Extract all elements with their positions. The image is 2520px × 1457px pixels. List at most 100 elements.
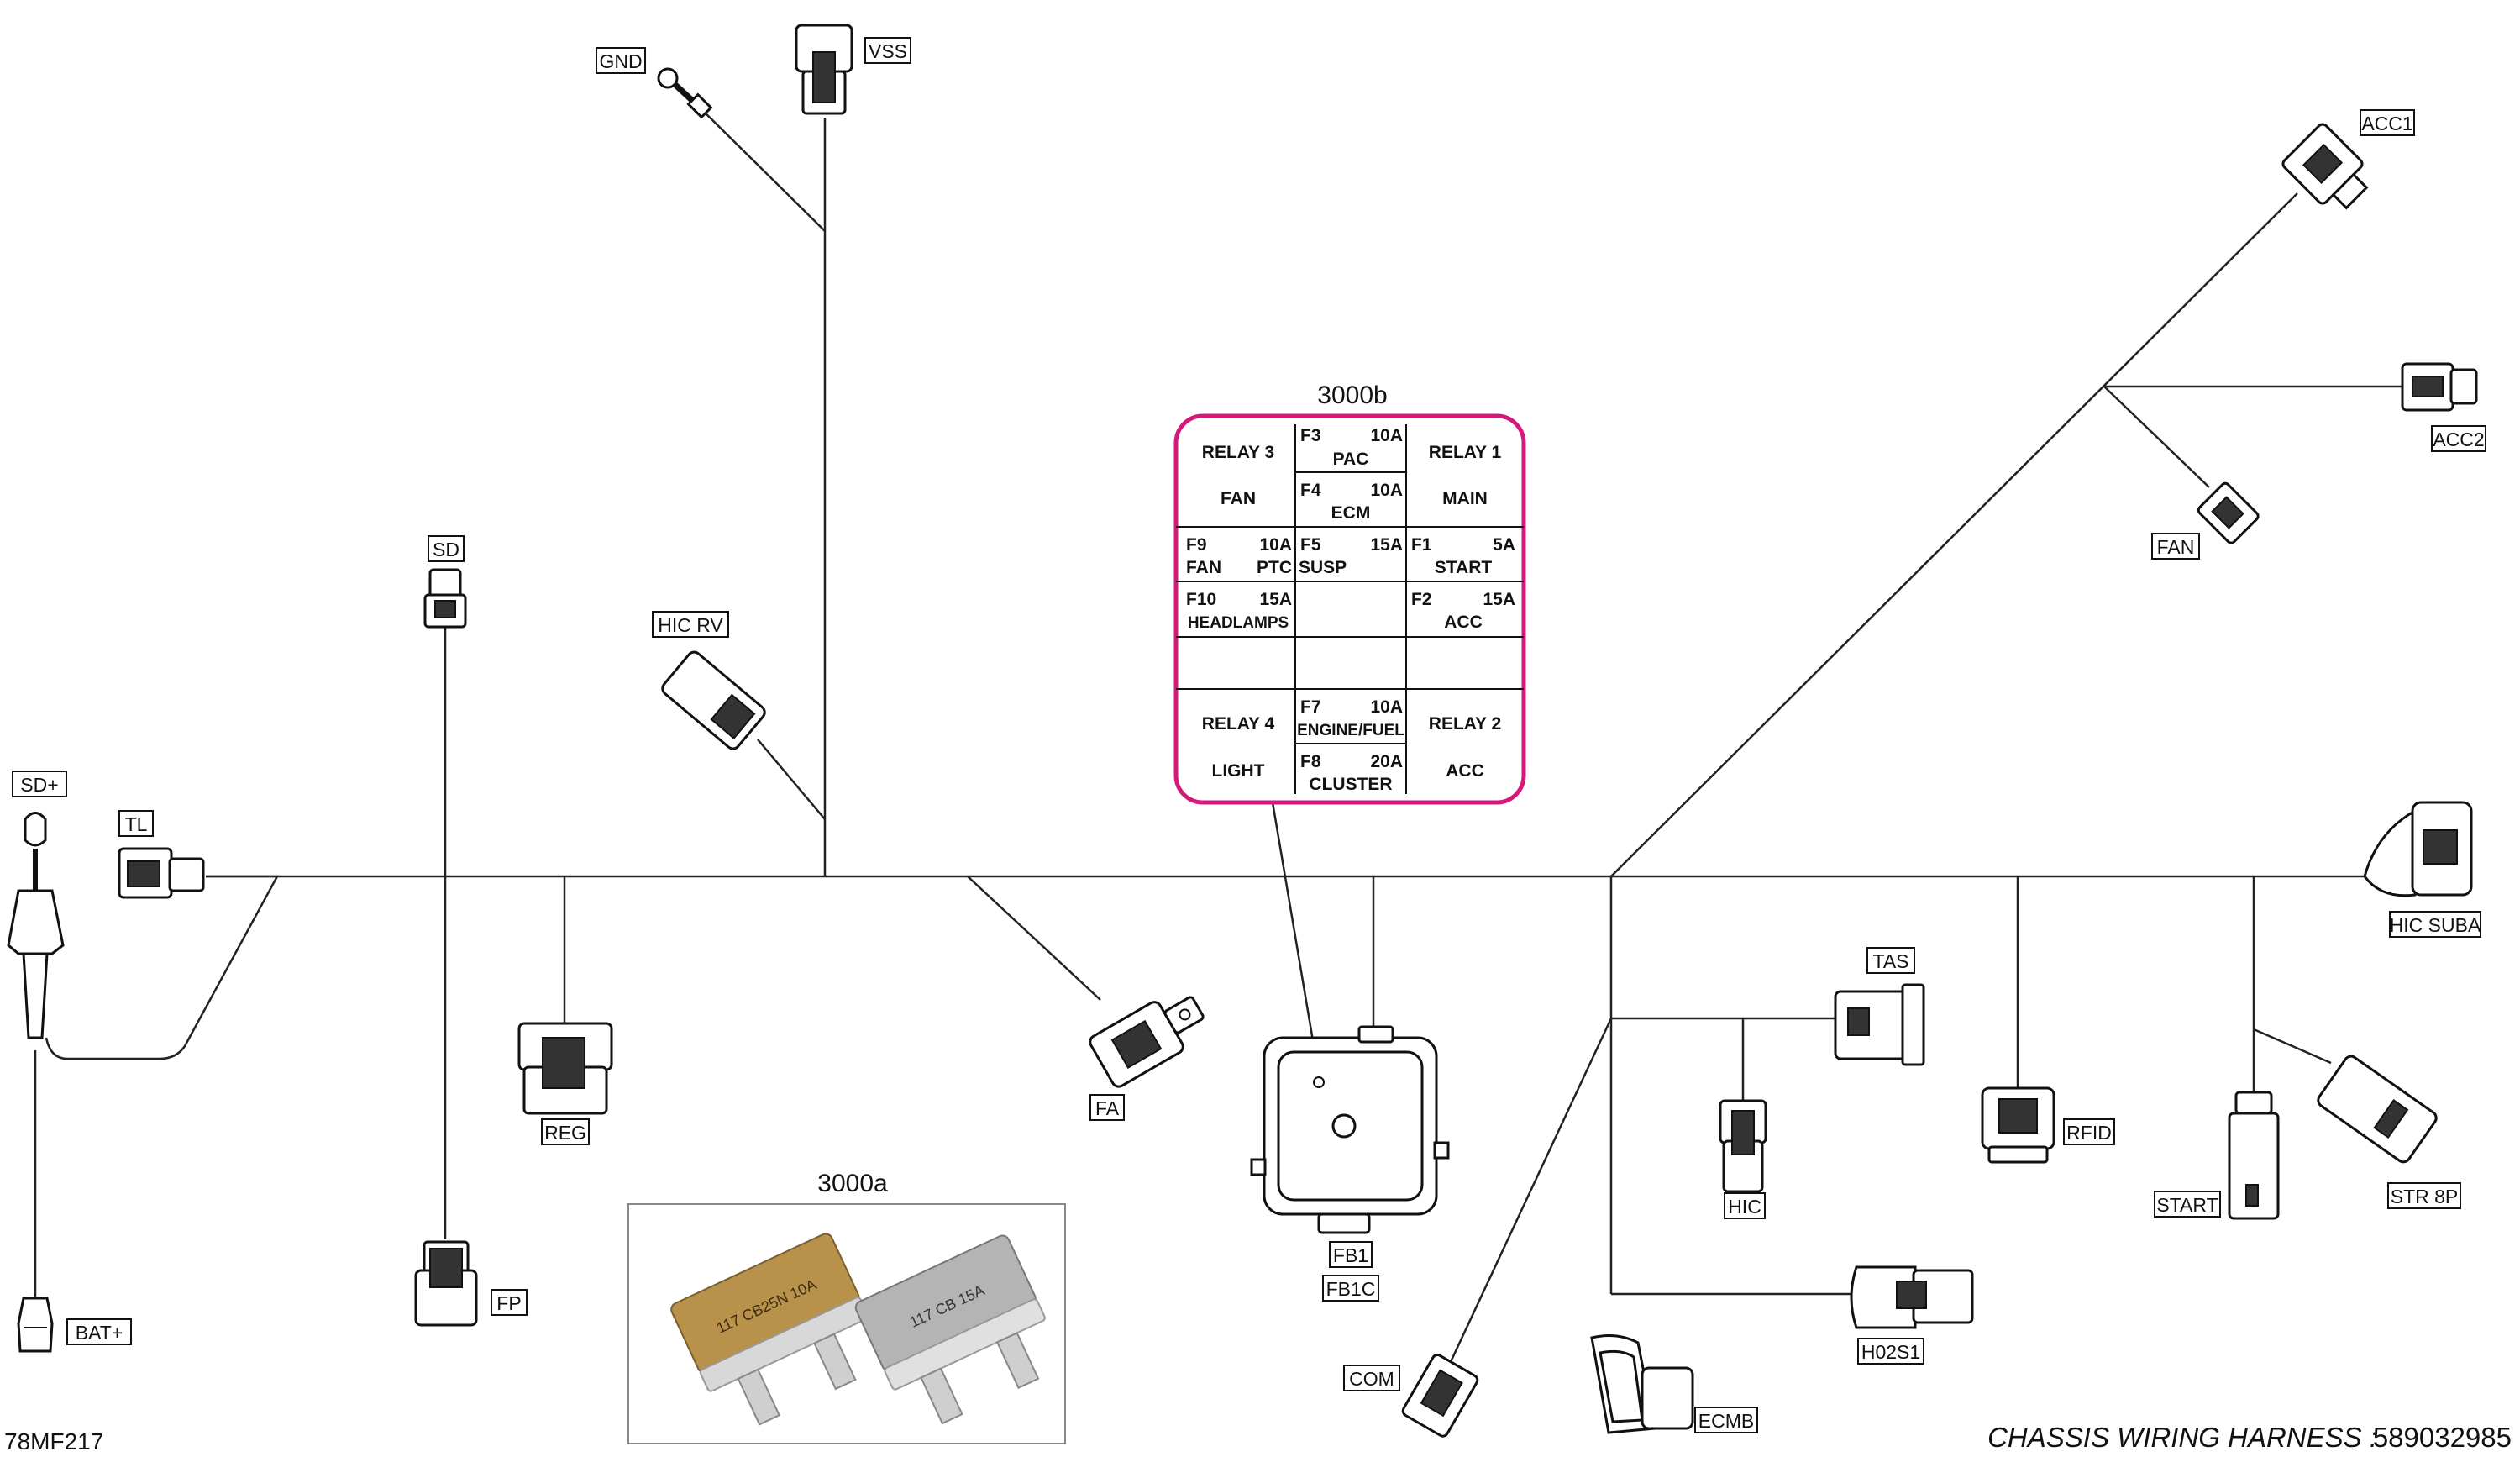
h02s1-connector: [1850, 1265, 1974, 1329]
label-h02s1: H02S1: [1857, 1338, 1924, 1365]
svg-text:SD+: SD+: [20, 774, 58, 796]
svg-text:FAN: FAN: [2157, 536, 2195, 558]
svg-text:TL: TL: [125, 813, 148, 835]
silver-circuit-breaker-fuse: 117 CB 15A: [854, 1234, 1046, 1425]
hic-rv-connector: [661, 650, 766, 750]
ecmb-connector: [1590, 1334, 1694, 1434]
label-ecmb: ECMB: [1694, 1407, 1758, 1433]
label-fb1: FB1: [1329, 1241, 1373, 1268]
svg-text:FB1: FB1: [1333, 1244, 1368, 1266]
tl-connector: [118, 847, 205, 899]
svg-text:FB1C: FB1C: [1326, 1278, 1376, 1300]
f5-function: SUSP: [1299, 558, 1347, 577]
relay3-label: RELAY 3: [1202, 443, 1274, 462]
acc1-connector: [2281, 123, 2369, 210]
hic-connector: [1719, 1099, 1767, 1193]
label-fa: FA: [1089, 1094, 1125, 1121]
sd-plus-fuse-holder: [7, 812, 65, 1039]
svg-text:ACC1: ACC1: [2361, 113, 2412, 134]
harness-name: CHASSIS WIRING HARNESS :: [1987, 1422, 2377, 1453]
relay2-function: ACC: [1446, 761, 1484, 781]
f1-amp: 5A: [1493, 535, 1515, 555]
label-start: START: [2154, 1191, 2221, 1218]
f9-function2: PTC: [1257, 558, 1292, 577]
label-fb1c: FB1C: [1322, 1275, 1379, 1302]
gold-circuit-breaker-fuse: 117 CB25N 10A: [670, 1233, 869, 1426]
label-bat-plus: BAT+: [66, 1318, 132, 1345]
f4-amp: 10A: [1370, 481, 1403, 500]
bat-plus-terminal: [17, 1297, 54, 1353]
f7-amp: 10A: [1370, 697, 1403, 717]
svg-text:FP: FP: [496, 1292, 521, 1314]
label-gnd: GND: [596, 47, 646, 74]
svg-text:ECMB: ECMB: [1698, 1410, 1754, 1432]
label-tl: TL: [118, 810, 154, 837]
wire-com: [1447, 1018, 1613, 1366]
svg-text:H02S1: H02S1: [1861, 1341, 1920, 1363]
f10-function: HEADLAMPS: [1188, 614, 1289, 632]
fa-connector: [1089, 996, 1205, 1088]
svg-text:BAT+: BAT+: [76, 1322, 123, 1344]
tas-connector: [1834, 983, 1925, 1066]
drawing-code: 78MF217: [4, 1428, 103, 1454]
gnd-terminal: [657, 67, 713, 119]
wire-branch-acc: [1610, 192, 2298, 877]
svg-text:STR 8P: STR 8P: [2391, 1186, 2459, 1207]
svg-text:VSS: VSS: [869, 40, 907, 62]
fuse-photo-3000a: 3000a 117 CB25N 10A 117 CB 15A: [627, 1170, 1066, 1444]
f3-id: F3: [1300, 426, 1321, 445]
fuse-photo-title: 3000a: [817, 1170, 888, 1197]
wire-sd-plus-loop: [45, 875, 280, 1060]
vss-connector: [795, 24, 853, 115]
fuse-box-border: [1173, 413, 1526, 805]
f2-amp: 15A: [1483, 590, 1515, 609]
label-acc2: ACC2: [2431, 425, 2486, 452]
f7-id: F7: [1300, 697, 1321, 717]
svg-text:RFID: RFID: [2066, 1122, 2112, 1144]
f10-amp: 15A: [1259, 590, 1292, 609]
f8-function: CLUSTER: [1309, 775, 1392, 794]
svg-text:HIC SUBA: HIC SUBA: [2390, 914, 2481, 936]
com-connector: [1401, 1354, 1479, 1438]
f3-amp: 10A: [1370, 426, 1403, 445]
label-acc1: ACC1: [2360, 109, 2415, 136]
rfid-connector: [1981, 1086, 2055, 1164]
fan-connector: [2197, 481, 2260, 544]
svg-text:TAS: TAS: [1872, 950, 1908, 972]
f5-id: F5: [1300, 535, 1321, 555]
label-com: COM: [1343, 1365, 1400, 1391]
acc2-connector: [2401, 362, 2478, 412]
label-vss: VSS: [864, 37, 911, 64]
wire-gnd: [696, 104, 826, 232]
label-str-8p: STR 8P: [2387, 1182, 2461, 1209]
label-reg: REG: [541, 1118, 590, 1145]
svg-text:COM: COM: [1349, 1368, 1394, 1390]
relay2-label: RELAY 2: [1429, 714, 1501, 734]
relay1-label: RELAY 1: [1429, 443, 1502, 462]
f2-function: ACC: [1444, 613, 1483, 632]
f4-function: ECM: [1331, 503, 1371, 523]
f9-function: FAN: [1186, 558, 1221, 577]
svg-text:ACC2: ACC2: [2433, 429, 2484, 450]
label-hic-rv: HIC RV: [652, 611, 729, 638]
fp-connector: [414, 1240, 478, 1327]
svg-text:FA: FA: [1095, 1097, 1120, 1119]
label-fan: FAN: [2151, 533, 2200, 560]
f3-function: PAC: [1333, 450, 1369, 469]
label-hic-suba: HIC SUBA: [2389, 911, 2481, 938]
label-tas: TAS: [1866, 947, 1915, 974]
wire-fusebox-pointer: [1271, 802, 1320, 1076]
svg-text:REG: REG: [544, 1122, 586, 1144]
f9-amp: 10A: [1259, 535, 1292, 555]
fuse-box-3000b: 3000b RELAY 3 FAN F3 10A PAC F4 10A ECM …: [1173, 381, 1526, 805]
f1-id: F1: [1411, 535, 1432, 555]
relay4-label: RELAY 4: [1202, 714, 1275, 734]
svg-text:HIC RV: HIC RV: [658, 614, 723, 636]
wires: [34, 104, 2402, 1366]
start-connector: [2228, 1091, 2280, 1220]
wire-hic-rv: [757, 739, 826, 820]
hic-suba-connector: [2363, 801, 2473, 897]
f7-function: ENGINE/FUEL: [1297, 722, 1404, 739]
relay3-function: FAN: [1221, 489, 1256, 508]
